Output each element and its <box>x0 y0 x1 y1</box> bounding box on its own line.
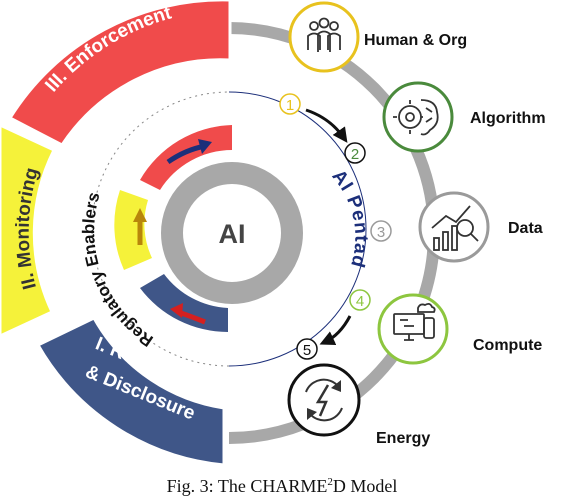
flow-arrow-4-5 <box>319 315 352 345</box>
data-chart-icon <box>431 205 479 251</box>
registration-band <box>35 316 226 467</box>
inner-registration-arc <box>140 274 228 332</box>
flow-arrow-1-2 <box>305 108 348 143</box>
svg-text:3: 3 <box>377 224 385 241</box>
pillar-label-compute: Compute <box>473 337 542 354</box>
pentad-node-5: 5 <box>296 338 318 360</box>
pillar-label-data: Data <box>508 220 543 237</box>
brain-gear-icon <box>393 99 439 136</box>
pentad-node-4: 4 <box>349 289 371 311</box>
people-icon <box>307 17 341 52</box>
pentad-label: AI Pentad <box>328 166 372 270</box>
svg-text:5: 5 <box>303 342 311 359</box>
pillar-label-algorithm: Algorithm <box>470 110 546 127</box>
ai-core-ring <box>161 162 303 304</box>
svg-text:4: 4 <box>356 293 364 310</box>
pentad-node-1: 1 <box>279 93 301 115</box>
pillar-compute: Compute <box>377 293 542 365</box>
pillar-energy: Energy <box>287 363 430 447</box>
arrow-gold-head-icon <box>133 208 147 222</box>
svg-text:2: 2 <box>351 146 359 163</box>
pillar-algorithm: Algorithm <box>382 81 546 153</box>
figure-caption: Fig. 3: The CHARME2D Model <box>166 476 398 496</box>
inner-monitoring-arc <box>114 190 152 270</box>
pillar-label-energy: Energy <box>376 430 430 447</box>
inner-enforcement-arc <box>140 125 232 190</box>
pillar-human-org: Human & Org <box>288 1 467 73</box>
arrow-red-head-icon <box>170 303 183 318</box>
ai-core <box>194 195 270 271</box>
enforcement-band <box>7 0 232 147</box>
arrow-blue-head-icon <box>198 139 212 154</box>
ai-core-label: AI <box>219 219 246 249</box>
pillar-data: Data <box>418 191 543 263</box>
pentad-node-2: 2 <box>344 142 366 164</box>
pentad-node-3: 3 <box>370 220 392 242</box>
svg-text:1: 1 <box>286 97 294 114</box>
energy-cycle-icon <box>305 378 343 422</box>
computer-devices-icon <box>393 302 436 341</box>
monitoring-band <box>0 123 57 338</box>
pillar-label-human-org: Human & Org <box>364 32 467 49</box>
